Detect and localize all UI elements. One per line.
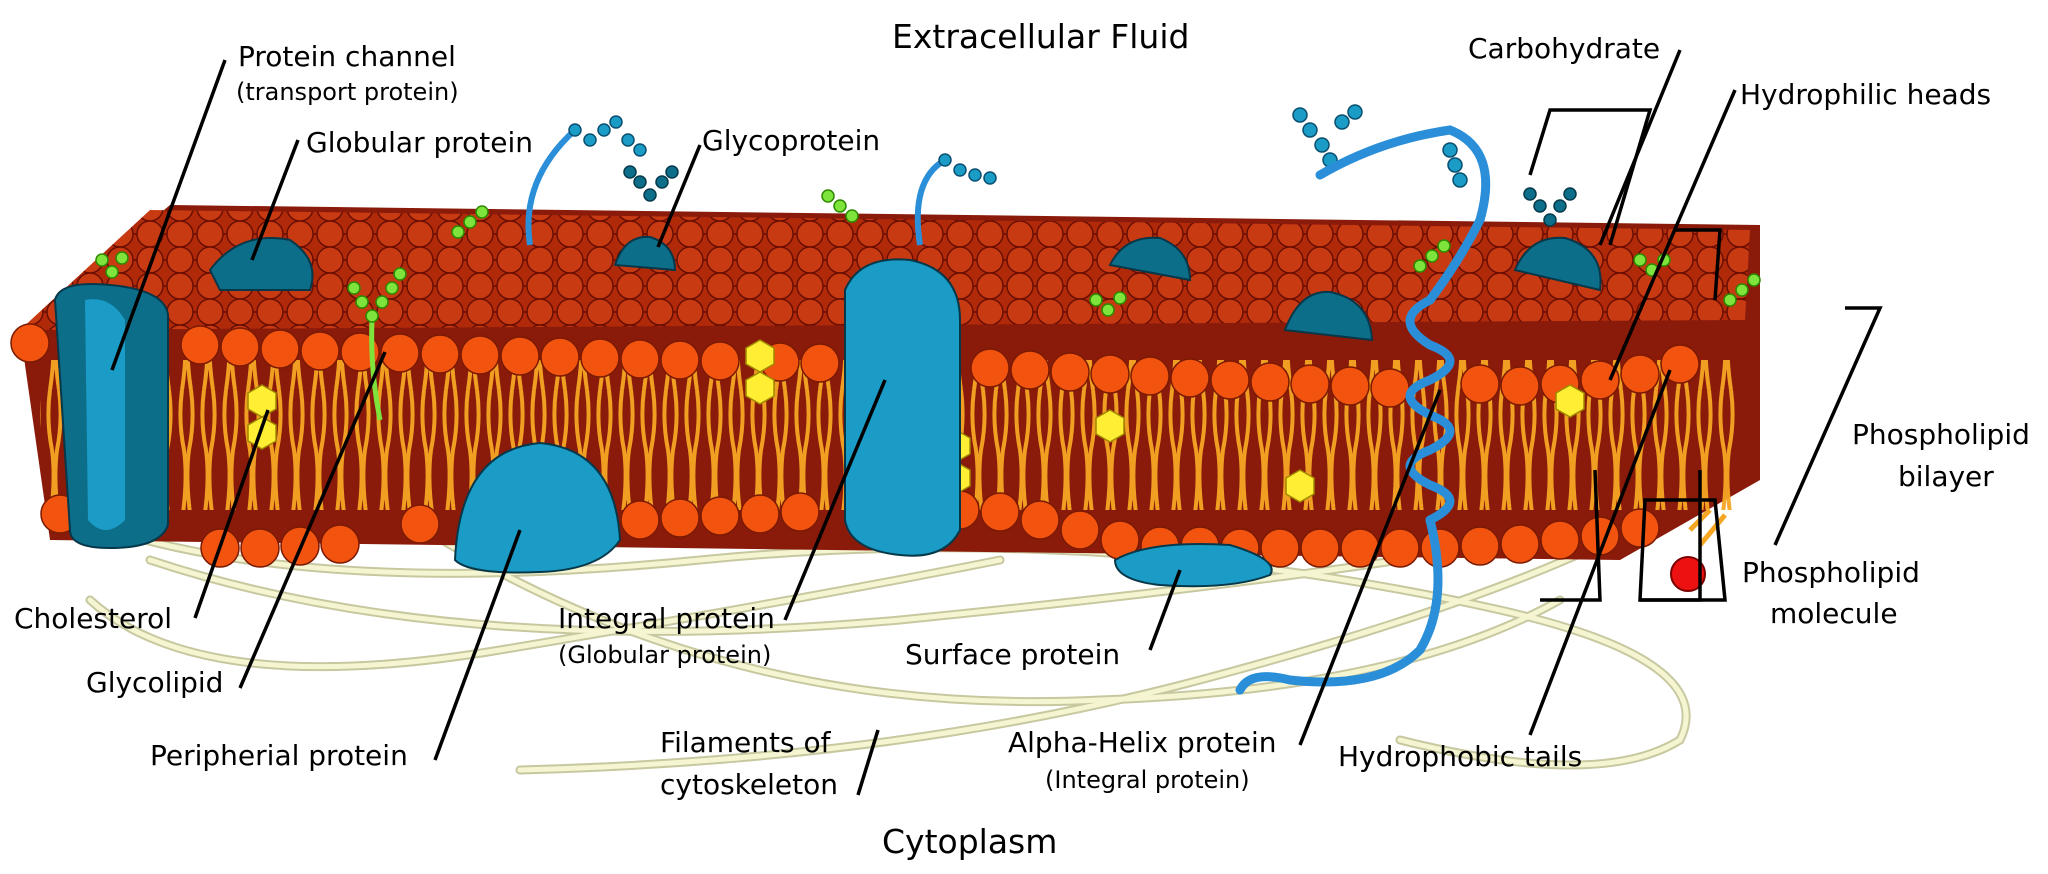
- hydrophilic-heads-top-row: [10, 323, 1700, 408]
- alpha-helix-sublabel: (Integral protein): [1045, 766, 1250, 794]
- alpha-helix-label: Alpha-Helix protein: [1008, 726, 1277, 759]
- phospholipid-bilayer-label-line1: Phospholipid: [1852, 418, 2030, 451]
- surface-protein-label: Surface protein: [905, 638, 1120, 671]
- peripheral-protein-label: Peripherial protein: [150, 739, 408, 772]
- integral-protein-label: Integral protein: [558, 602, 775, 635]
- protein-channel-label: Protein channel: [238, 40, 456, 73]
- hydrophilic-heads-label: Hydrophilic heads: [1740, 78, 1991, 111]
- annotation-brackets: [1528, 108, 1883, 602]
- leader-lines: [110, 49, 1737, 796]
- peripheral-protein: [453, 441, 622, 574]
- phospholipid-molecule-label-line2: molecule: [1770, 597, 1898, 630]
- filaments-label-line2: cytoskeleton: [660, 768, 838, 801]
- diagram-labels: Extracellular Fluid Cytoplasm Protein ch…: [14, 17, 2030, 861]
- extracellular-fluid-label: Extracellular Fluid: [892, 17, 1189, 56]
- integral-protein-sublabel: (Globular protein): [558, 641, 771, 669]
- cholesterol-label: Cholesterol: [14, 602, 172, 635]
- protein-channel: [53, 283, 169, 550]
- hydrophilic-heads-bottom-row: [40, 490, 1660, 568]
- surface-protein: [1113, 543, 1273, 588]
- integral-protein: [844, 258, 961, 557]
- carbohydrate-chain-dark: [623, 165, 1577, 227]
- globular-protein-center: [1283, 290, 1374, 342]
- filaments-label-line1: Filaments of: [660, 726, 832, 759]
- globular-protein-mid: [1108, 236, 1192, 282]
- phospholipid-molecule-label-line1: Phospholipid: [1742, 556, 1920, 589]
- glycolipid-label: Glycolipid: [86, 666, 223, 699]
- globular-protein-top: [208, 237, 314, 291]
- hydrophobic-tails-label: Hydrophobic tails: [1338, 740, 1582, 773]
- phospholipid-bilayer-label-line2: bilayer: [1898, 460, 1994, 493]
- protein-channel-sublabel: (transport protein): [236, 78, 459, 106]
- globular-protein-right: [1513, 236, 1602, 292]
- carbohydrate-label: Carbohydrate: [1468, 32, 1660, 65]
- glycoprotein-label: Glycoprotein: [702, 124, 880, 157]
- glycolipid-chains: [95, 189, 1761, 421]
- cytoplasm-label: Cytoplasm: [882, 822, 1057, 861]
- globular-protein-label: Globular protein: [306, 126, 533, 159]
